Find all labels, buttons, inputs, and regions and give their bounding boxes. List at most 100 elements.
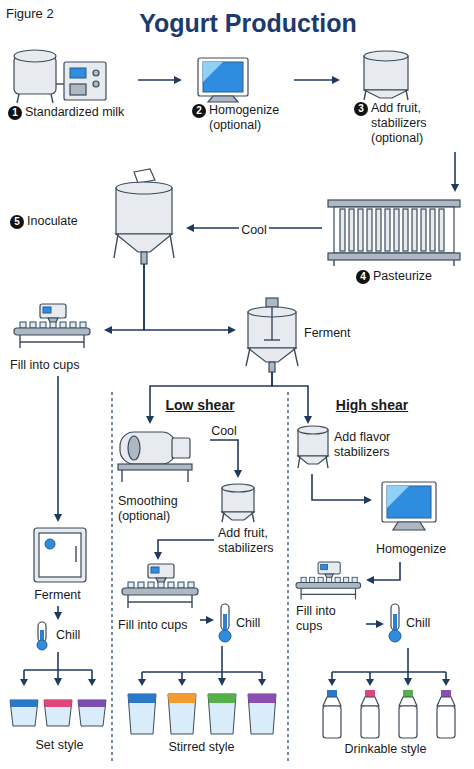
mixing-tank-icon	[364, 90, 408, 98]
set-cups-icon	[44, 700, 72, 726]
step-label: Smoothing (optional)	[118, 494, 206, 524]
flow-line	[210, 440, 238, 471]
step-number: 2	[192, 104, 206, 118]
stirred-cups-icon	[128, 694, 276, 734]
pasteurizer-icon	[430, 209, 435, 251]
pasteurizer-icon	[334, 207, 454, 253]
flow-line	[57, 606, 59, 613]
fermentation-tank-icon	[246, 298, 298, 372]
process-step: Fill into cups	[8, 300, 104, 376]
label-row: Chill	[56, 628, 94, 643]
bottles-icon	[361, 706, 379, 738]
distribution-bracket	[332, 671, 446, 673]
fermentation-tank-icon	[269, 362, 275, 372]
step-label: Ferment	[10, 588, 106, 603]
pasteurizer-icon	[453, 260, 454, 266]
step-label: Standardized milk	[25, 105, 135, 120]
cup-filler-icon	[128, 582, 134, 588]
fermentation-tank-icon	[294, 348, 298, 366]
cup-filler-icon	[128, 601, 192, 602]
set-cups-icon	[44, 700, 72, 707]
incubator-icon	[34, 528, 86, 582]
process-step: Chill	[214, 600, 280, 646]
fruit-tank-icon	[252, 512, 254, 522]
distribution-bracket	[91, 670, 93, 680]
bottles-icon	[437, 697, 455, 706]
stirred-cups-icon	[168, 694, 196, 703]
smoothing-pump-icon	[128, 436, 140, 460]
cup-filler-icon	[344, 577, 349, 582]
stirred-cups-icon	[248, 694, 276, 734]
title-holder: Yogurt Production	[48, 8, 448, 38]
section-heading-holder: Low shear	[160, 396, 240, 414]
section-heading: High shear	[336, 397, 408, 413]
flow-line	[144, 264, 229, 330]
milk-tank-icon	[51, 94, 53, 103]
mixing-tank-icon	[406, 90, 408, 100]
step-label: Drinkable style	[302, 742, 470, 757]
numbered-step: 1Standardized milk	[6, 44, 138, 124]
distribution-bracket	[23, 670, 25, 680]
distribution-bracket	[258, 679, 266, 686]
process-step: Stirred style	[118, 686, 285, 758]
cup-filler-icon	[60, 322, 66, 328]
arrow-head	[366, 576, 374, 584]
bottles-icon	[399, 697, 417, 706]
homogenizer-icon	[198, 58, 248, 96]
stirred-cups-icon	[168, 694, 196, 734]
cup-filler-icon	[70, 322, 76, 328]
cup-filler-icon	[20, 341, 84, 342]
step-label: Fill into cups	[10, 358, 100, 373]
milk-tank-icon	[70, 84, 86, 95]
cup-filler-icon	[14, 304, 90, 348]
milk-tank-icon	[93, 81, 99, 87]
flow-line	[366, 623, 377, 625]
homogenizer-icon	[208, 96, 238, 102]
step-label: Chill	[236, 616, 276, 631]
distribution-bracket	[141, 672, 143, 680]
milk-tank-icon	[17, 94, 19, 103]
distribution-bracket	[445, 672, 447, 680]
step-number: 4	[356, 270, 370, 284]
distribution-bracket	[331, 672, 333, 680]
thermometer-icon	[219, 630, 231, 642]
step-label: Add fruit, stabilizers	[218, 526, 282, 556]
arrow-head	[451, 184, 459, 192]
arrow-head	[146, 416, 154, 424]
process-step: Ferment	[236, 296, 356, 372]
process-step: Fill into cups	[116, 560, 200, 638]
flow-line	[138, 79, 175, 81]
section-divider	[112, 392, 288, 762]
cup-filler-icon	[318, 562, 340, 574]
thermometer-icon	[389, 604, 401, 642]
arrow-head	[54, 514, 62, 522]
flow-arrow	[200, 616, 214, 624]
label-row: Add flavor stabilizers	[334, 430, 442, 460]
cup-filler-icon	[301, 594, 355, 595]
process-step: Add fruit, stabilizers	[214, 478, 284, 562]
distribution-bracket	[181, 672, 183, 680]
step-label: Homogenize (optional)	[209, 103, 289, 133]
step-label: Set style	[10, 738, 110, 753]
flow-line	[57, 376, 59, 515]
arrow-head	[104, 326, 112, 334]
distribution-bracket	[369, 672, 371, 680]
incubator-icon	[75, 546, 76, 562]
flow-line	[454, 152, 456, 185]
arrow-head	[206, 616, 214, 624]
distribution-bracket	[178, 679, 186, 686]
figure-number-holder: Figure 2	[6, 4, 126, 22]
inoculation-tank-icon	[114, 234, 118, 258]
incubator-icon	[39, 533, 81, 577]
pasteurizer-icon	[349, 209, 354, 251]
arrow-head	[376, 620, 384, 628]
edge-label-holder: Cool	[184, 421, 264, 439]
cup-filler-icon	[310, 577, 315, 582]
distribution-bracket	[366, 679, 374, 686]
arrow-head	[234, 470, 242, 478]
distribution-bracket	[138, 679, 146, 686]
cup-filler-icon	[178, 582, 184, 588]
inoculation-tank-icon	[116, 182, 172, 194]
inoculation-tank-icon	[134, 169, 155, 183]
flow-line	[111, 264, 144, 330]
